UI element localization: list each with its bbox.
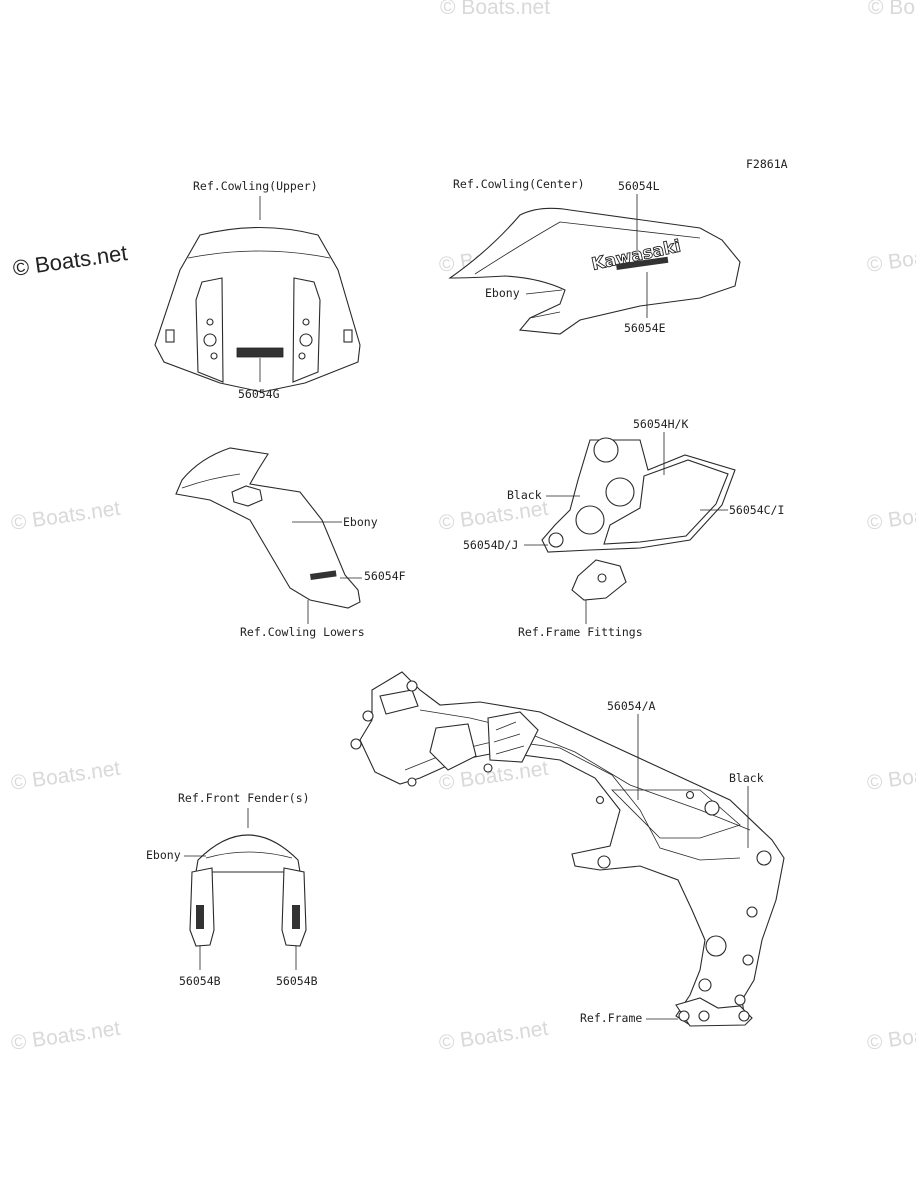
label-ref-cowling-upper: Ref.Cowling(Upper) [193,179,318,193]
label-black-frame: Black [729,771,764,785]
decal-56054b-left [196,905,204,929]
label-black-fittings: Black [507,488,542,502]
label-56054ci: 56054C/I [729,503,784,517]
watermark: © Boats.net [865,757,916,795]
watermark: © Boats.net [865,1017,916,1055]
label-56054dj: 56054D/J [463,538,518,552]
decal-56054f [310,570,337,580]
center-cowling-part: Kawasaki [448,207,741,335]
upper-cowling-part [154,227,361,393]
label-ref-front-fender: Ref.Front Fender(s) [178,791,310,805]
lower-cowling-part [175,447,361,609]
watermark: © Boats.net [440,0,550,19]
label-ebony-center: Ebony [485,286,520,300]
watermark: © Boats.net [865,239,916,277]
diagram-code: F2861A [746,157,788,171]
watermark: © Boats.net [9,497,121,535]
label-ref-cowling-lowers: Ref.Cowling Lowers [240,625,365,639]
label-ebony-fender: Ebony [146,848,181,862]
label-56054f: 56054F [364,569,406,583]
frame-fittings-part [541,437,736,601]
watermark: © Boats.net [9,757,121,795]
label-ebony-lower: Ebony [343,515,378,529]
label-56054g: 56054G [238,387,280,401]
watermark: © Boats.net [437,497,549,535]
label-56054b-right: 56054B [276,974,318,988]
label-ref-frame-fittings: Ref.Frame Fittings [518,625,643,639]
decal-56054e [615,256,669,270]
watermark: © Boats.net [868,0,916,19]
watermark-main: © Boats.net [11,240,129,281]
label-ref-frame: Ref.Frame [580,1011,642,1025]
label-ref-cowling-center: Ref.Cowling(Center) [453,177,585,191]
label-56054b-left: 56054B [179,974,221,988]
decal-56054g [236,347,284,358]
label-56054hk: 56054H/K [633,417,688,431]
label-56054a: 56054/A [607,699,656,713]
label-56054e: 56054E [624,321,666,335]
front-fender-part [189,834,307,947]
main-frame-part [350,671,785,1027]
label-56054l: 56054L [618,179,660,193]
watermark: © Boats.net [865,497,916,535]
watermark: © Boats.net [9,1017,121,1055]
decal-56054b-right [292,905,300,929]
watermark: © Boats.net [437,1017,549,1055]
